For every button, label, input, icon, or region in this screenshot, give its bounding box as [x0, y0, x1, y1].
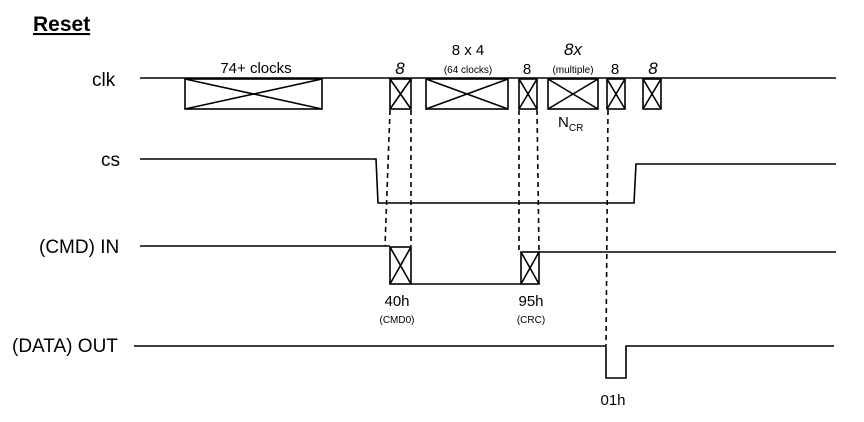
label-ncr: NCR: [558, 114, 583, 134]
label-8-crc: 8: [523, 61, 531, 78]
cs-waveform: [140, 158, 836, 204]
cmd-in-block-crc: [520, 251, 540, 285]
signal-label-cmd-in: (CMD) IN: [39, 237, 119, 258]
cmd-in-waveform: [140, 245, 836, 285]
guide-response: [605, 109, 609, 346]
label-64-clocks: (64 clocks): [444, 65, 492, 76]
clk-block-8-final: [642, 78, 662, 110]
label-8-final: 8: [648, 59, 658, 78]
label-8-response: 8: [611, 61, 619, 78]
data-out-waveform: [134, 345, 834, 379]
diagram-title: Reset: [33, 13, 90, 36]
label-cmd0-name: (CMD0): [380, 315, 415, 326]
clk-waveform: [140, 77, 836, 110]
signal-label-clk: clk: [92, 70, 116, 91]
signal-label-data-out: (DATA) OUT: [12, 336, 118, 357]
label-cmd0-value: 40h: [384, 293, 409, 310]
label-8x: 8x: [564, 40, 582, 59]
clk-block-8-crc: [518, 78, 538, 110]
cmd-in-block-cmd0: [389, 246, 412, 285]
clk-block-64-clocks: [425, 78, 509, 110]
label-crc-name: (CRC): [517, 315, 545, 326]
clk-block-8-response: [606, 78, 626, 110]
guide-crc-end: [536, 109, 540, 252]
clk-block-ncr: [547, 78, 599, 110]
label-8-cmd: 8: [395, 59, 405, 78]
clk-block-74-clocks: [184, 78, 323, 110]
signal-label-cs: cs: [101, 150, 120, 171]
timing-guides: [384, 109, 609, 346]
label-74-clocks: 74+ clocks: [220, 60, 291, 77]
label-response: 01h: [600, 392, 625, 409]
label-multiple: (multiple): [552, 65, 593, 76]
clk-block-8-cmd: [389, 78, 412, 110]
label-crc-value: 95h: [518, 293, 543, 310]
guide-cmd0-start: [384, 109, 391, 247]
label-8x4: 8 x 4: [452, 42, 485, 59]
